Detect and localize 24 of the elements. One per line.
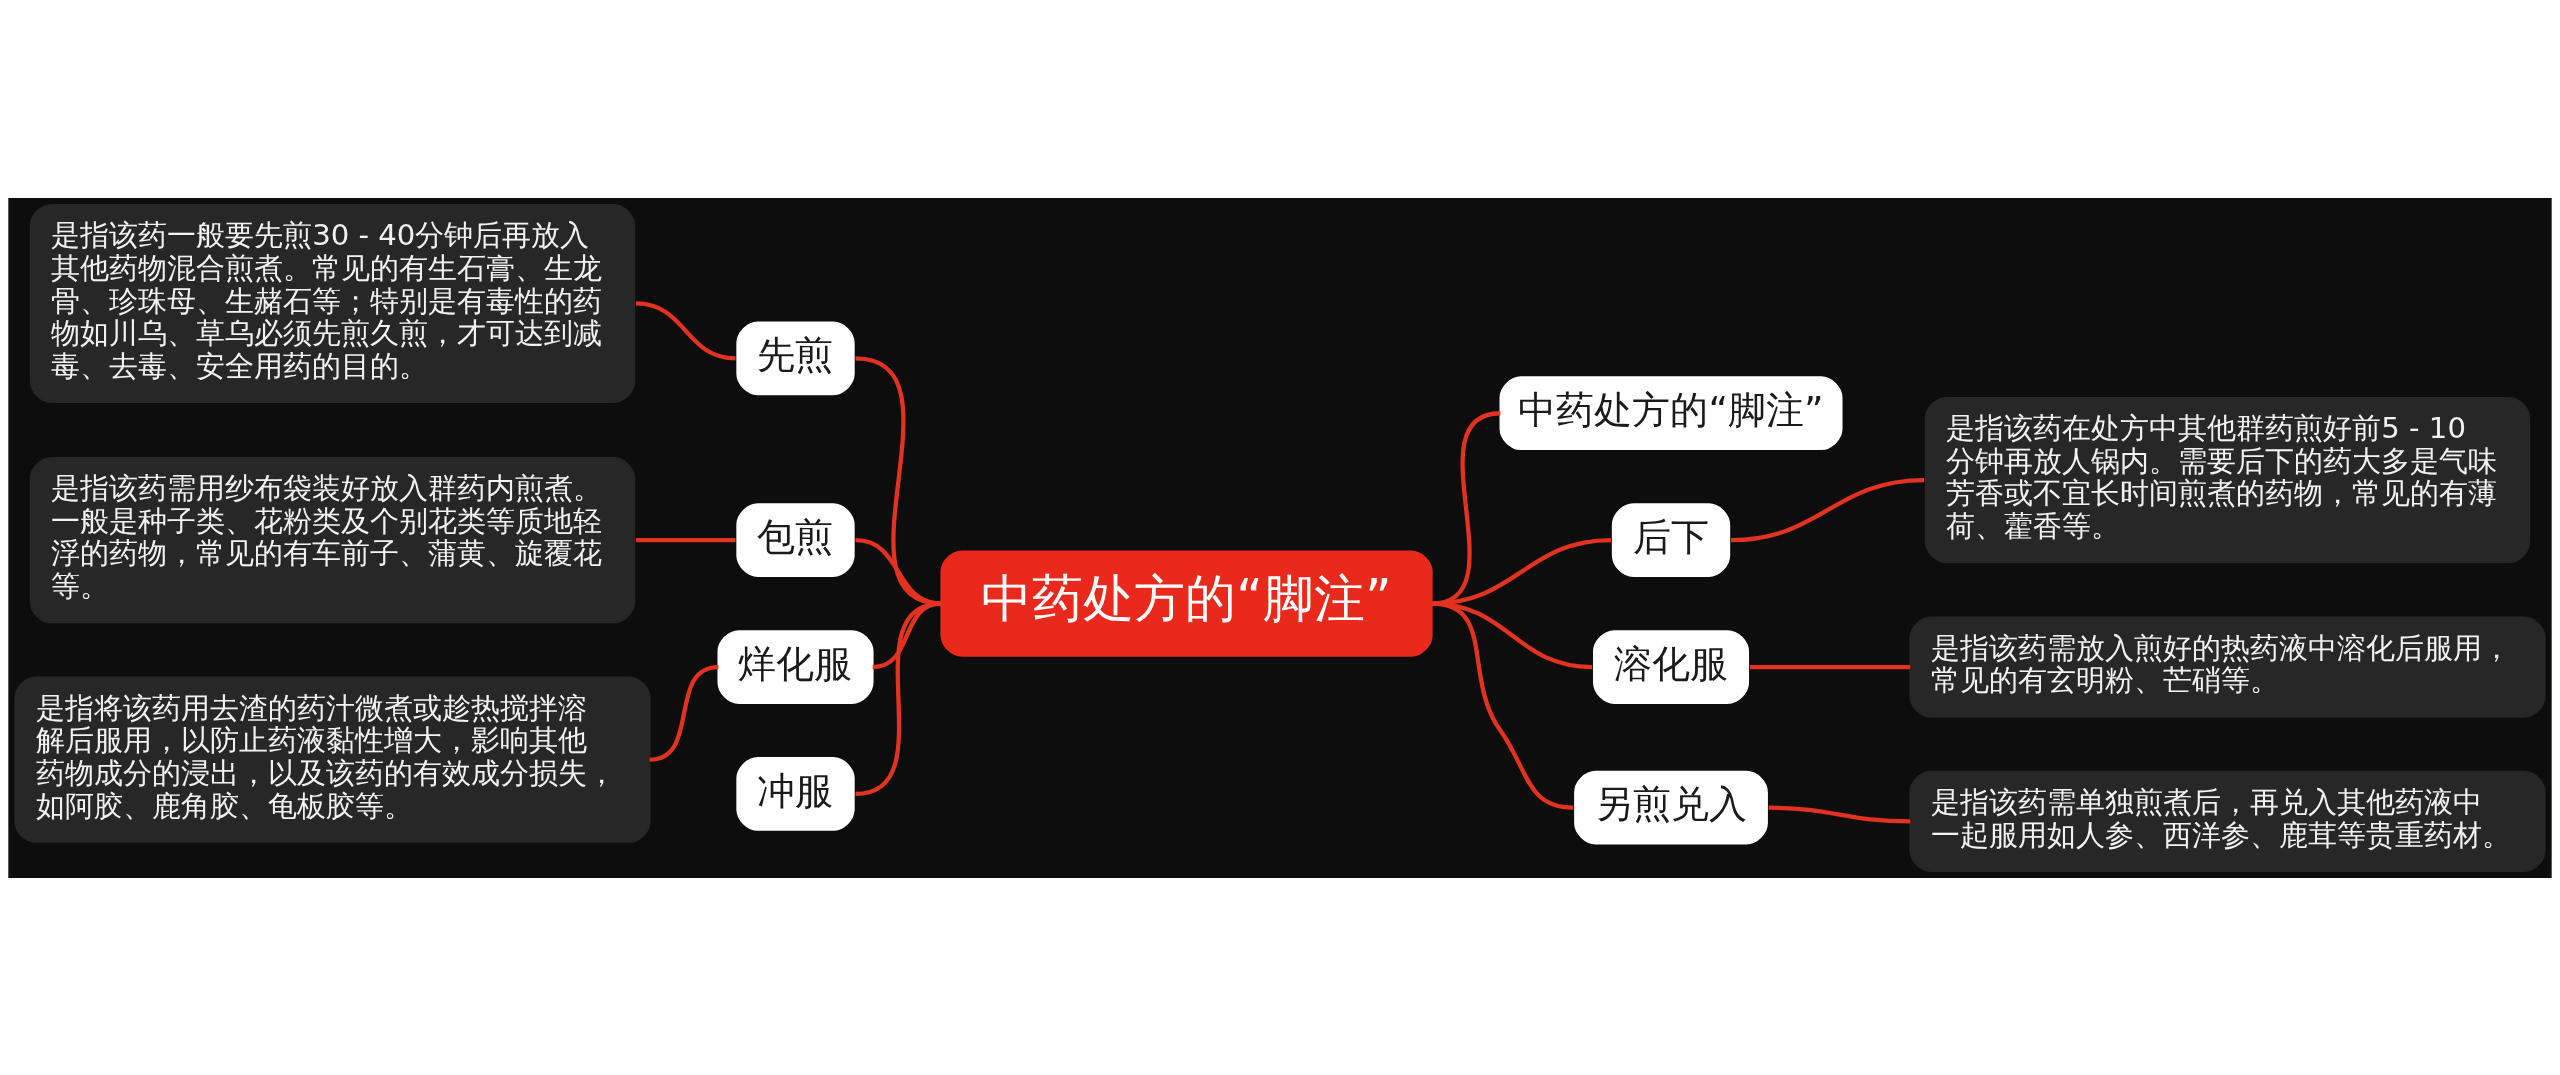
node-box: 包煎 (736, 502, 855, 577)
node-box: 是指该药在处方中其他群药煎好前5 - 10分钟再放人锅内。需要后下的药大多是气味芳香或不宜长时间煎煮的药物，常见的有薄荷、藿香等。 (1924, 396, 2531, 563)
node-box: 是指该药需用纱布袋装好放入群药内煎煮。一般是种子类、花粉类及个别花类等质地轻浮的药物，常见的有车前子、蒲黄、旋覆花等。 (29, 456, 636, 623)
node-box: 后下 (1611, 502, 1731, 577)
connector (636, 537, 736, 542)
node-box: 是指将该药用去渣的药汁微煮或趁热搅拌溶解后服用，以防止药液黏性增大，影响其他药物成分的浸出，以及该药的有效成分损失，如阿胶、鹿角胶、龟板胶等。 (14, 676, 651, 843)
node-box: 先煎 (736, 320, 855, 395)
connector (635, 300, 736, 360)
connector (1768, 805, 1911, 824)
connector (1431, 537, 1612, 606)
node-box: 冲服 (736, 756, 855, 831)
connector (855, 355, 942, 606)
connector (1749, 664, 1911, 669)
node-box: 中药处方的“脚注” (940, 549, 1433, 657)
connector (1730, 477, 1925, 542)
connector (1431, 600, 1574, 810)
node-box: 溶化服 (1593, 629, 1750, 704)
node-box: 是指该药一般要先煎30 - 40分钟后再放入其他药物混合煎煮。常见的有生石膏、生龙骨、珍珠母、生赭石等；特别是有毒性的药物如川乌、草乌必须先煎久煎，才可达到减毒、去毒、安全用药的目的。 (29, 203, 636, 403)
node-box: 烊化服 (717, 629, 874, 704)
connector (855, 601, 942, 796)
node-box: 是指该药需放入煎好的热药液中溶化后服用，常见的有玄明粉、芒硝等。 (1909, 615, 2546, 718)
node-box: 中药处方的“脚注” (1499, 375, 1843, 450)
node-box: 是指该药需单独煎煮后，再兑入其他药液中一起服用如人参、西洋参、鹿茸等贵重药材。 (1909, 770, 2546, 872)
node-box: 另煎兑入 (1574, 770, 1768, 845)
